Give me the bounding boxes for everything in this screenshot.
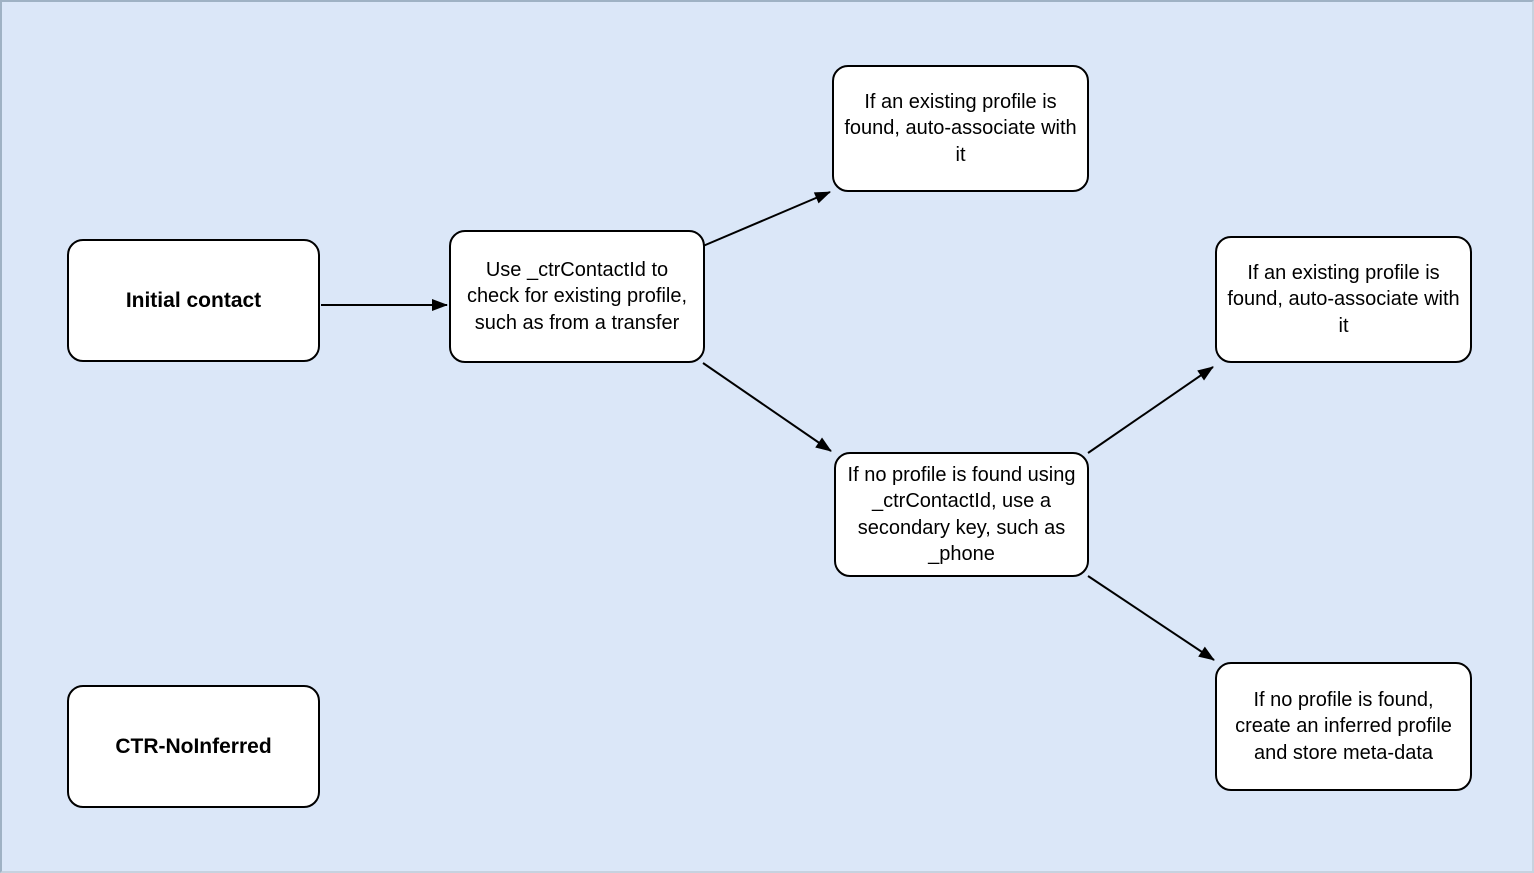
- flow-arrow-no-profile-secondary-key-to-existing-profile-auto-associate-right: [1087, 366, 1214, 454]
- node-label: CTR-NoInferred: [115, 734, 272, 758]
- node-label: If no profile is found, create an inferr…: [1235, 688, 1452, 764]
- flow-arrow-no-profile-secondary-key-to-no-profile-create-inferred: [1087, 575, 1215, 661]
- node-label: If no profile is found using _ctrContact…: [847, 463, 1076, 565]
- node-label: Use _ctrContactId to check for existing …: [466, 258, 688, 334]
- node-ctr-noinferred[interactable]: CTR-NoInferred: [67, 685, 320, 808]
- node-label: Initial contact: [125, 288, 262, 312]
- node-existing-profile-auto-associate-top[interactable]: If an existing profile is found, auto-as…: [832, 65, 1089, 192]
- node-label: If an existing profile is found, auto-as…: [844, 90, 1077, 166]
- node-use-ctrcontactid-check[interactable]: Use _ctrContactId to check for existing …: [449, 230, 705, 363]
- node-no-profile-create-inferred[interactable]: If no profile is found, create an inferr…: [1215, 662, 1472, 791]
- flow-arrow-use-ctrcontactid-check-to-existing-profile-auto-associate-top: [702, 191, 831, 247]
- node-no-profile-secondary-key[interactable]: If no profile is found using _ctrContact…: [834, 452, 1089, 577]
- node-label: If an existing profile is found, auto-as…: [1227, 261, 1460, 337]
- node-initial-contact[interactable]: Initial contact: [67, 239, 320, 362]
- flow-arrow-use-ctrcontactid-check-to-no-profile-secondary-key: [702, 362, 832, 452]
- node-existing-profile-auto-associate-right[interactable]: If an existing profile is found, auto-as…: [1215, 236, 1472, 363]
